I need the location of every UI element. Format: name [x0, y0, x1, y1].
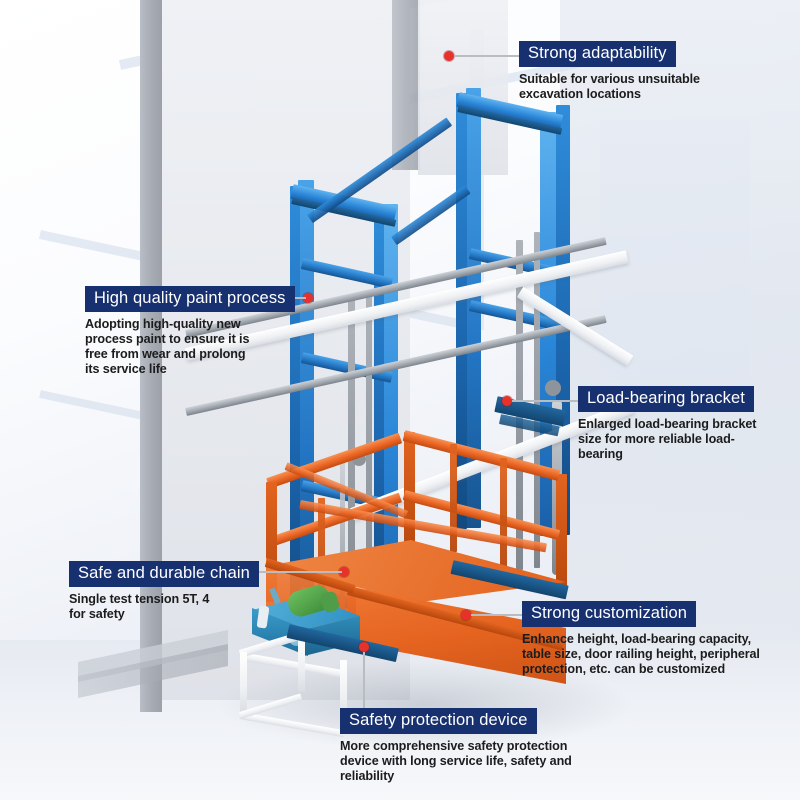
callout-strong-customization: Strong customization Enhance height, loa…	[522, 601, 772, 677]
callout-safety-protection-device: Safety protection device More comprehens…	[340, 708, 582, 784]
railing-infill	[500, 458, 507, 568]
power-unit-stand-leg	[240, 652, 247, 714]
power-unit-stand-leg	[340, 660, 347, 722]
guide-rail-vertical	[348, 300, 355, 640]
lift-chain	[340, 455, 345, 645]
mast-column-front-left-edge	[290, 186, 300, 630]
railing-infill	[318, 498, 325, 606]
marker-dot-strong-customization	[461, 610, 471, 620]
callout-title-load-bearing-bracket: Load-bearing bracket	[578, 386, 754, 413]
callout-description-safety-protection-device: More comprehensive safety protection dev…	[340, 739, 572, 784]
marker-dot-safety-protection-device	[359, 642, 369, 652]
callout-title-safe-and-durable-chain: Safe and durable chain	[69, 561, 259, 588]
mast-column-front-right-edge	[374, 210, 384, 640]
callout-title-safety-protection-device: Safety protection device	[340, 708, 537, 735]
callout-high-quality-paint-process: High quality paint process Adopting high…	[85, 286, 295, 377]
callout-title-strong-adaptability: Strong adaptability	[519, 41, 676, 68]
mast-column-front-left	[298, 180, 314, 630]
leader-line-strong-customization	[471, 614, 525, 616]
guide-rail-vertical	[366, 292, 372, 640]
power-unit-stand-leg	[298, 632, 305, 692]
callout-description-load-bearing-bracket: Enlarged load-bearing bracket size for m…	[578, 417, 757, 462]
callout-description-safe-and-durable-chain: Single test tension 5T, 4 for safety	[69, 592, 210, 622]
callout-title-strong-customization: Strong customization	[522, 601, 697, 628]
sheave-wheel	[545, 380, 561, 396]
marker-dot-safe-and-durable-chain	[339, 567, 349, 577]
marker-dot-load-bearing-bracket	[502, 396, 512, 406]
leader-line-safety-protection-device	[363, 652, 365, 710]
callout-description-strong-adaptability: Suitable for various unsuitable excavati…	[519, 72, 700, 102]
marker-dot-high-quality-paint-process	[303, 293, 313, 303]
callout-description-strong-customization: Enhance height, load-bearing capacity, t…	[522, 632, 760, 677]
concrete-column	[140, 0, 162, 712]
leader-line-safe-and-durable-chain	[222, 571, 342, 573]
leader-line-load-bearing-bracket	[512, 400, 578, 402]
callout-title-high-quality-paint-process: High quality paint process	[85, 286, 295, 313]
platform-railing-post	[556, 474, 567, 594]
leader-line-strong-adaptability	[454, 55, 520, 57]
mast-column-rear-left-edge	[456, 93, 467, 529]
callout-strong-adaptability: Strong adaptability Suitable for various…	[519, 41, 715, 102]
railing-infill	[450, 444, 457, 552]
ghost-panel	[600, 120, 750, 380]
callout-load-bearing-bracket: Load-bearing bracket Enlarged load-beari…	[578, 386, 764, 462]
callout-description-high-quality-paint-process: Adopting high-quality new process paint …	[85, 317, 250, 376]
marker-dot-strong-adaptability	[444, 51, 454, 61]
callout-safe-and-durable-chain: Safe and durable chain Single test tensi…	[69, 561, 259, 622]
platform-railing-post	[266, 482, 277, 602]
